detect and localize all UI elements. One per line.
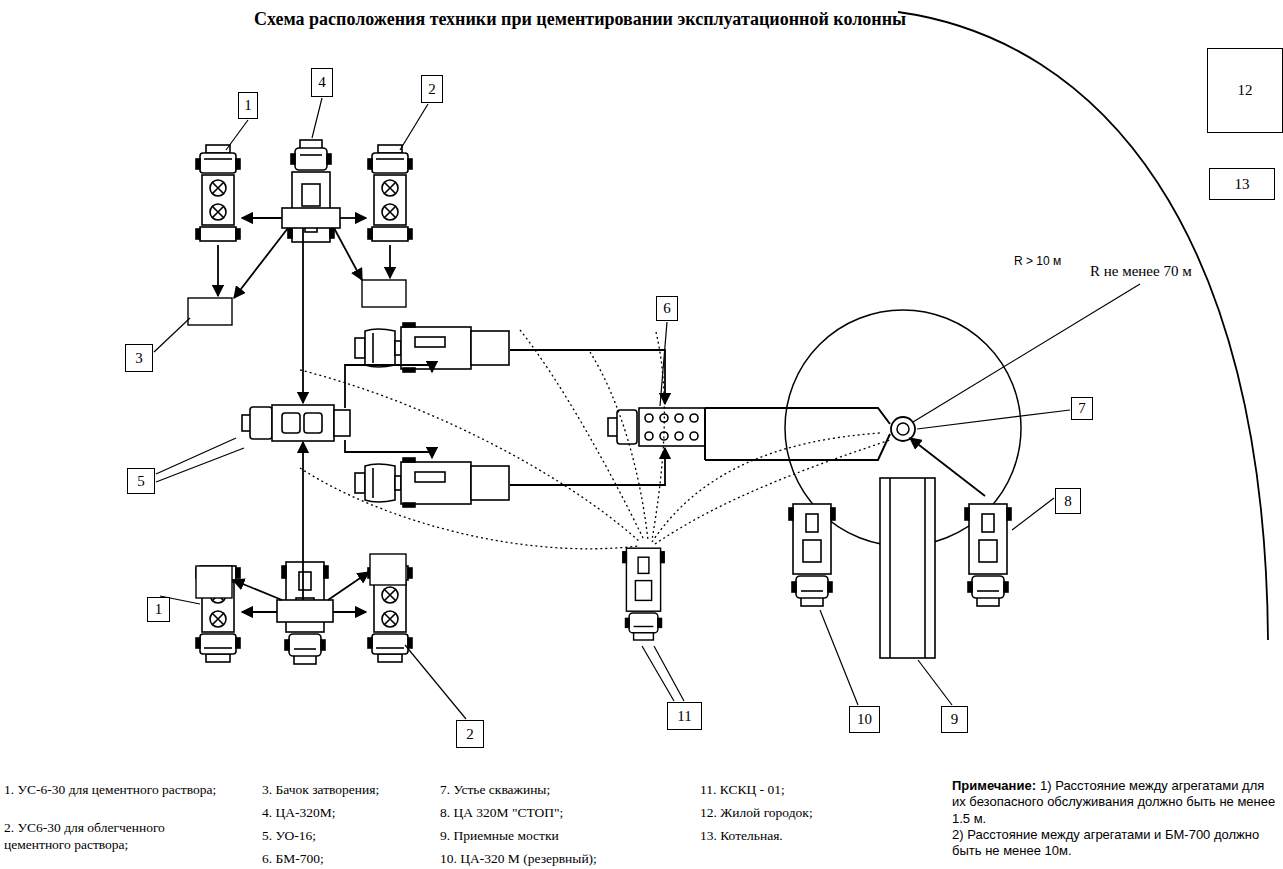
callout-text: 11: [677, 708, 691, 725]
callout-number: 3: [125, 344, 153, 372]
callout-text: 4: [318, 74, 326, 91]
legend-item: 8. ЦА 320М "СТОП";: [440, 805, 680, 822]
callout-text: 1: [155, 601, 163, 618]
legend-item: 6. БМ-700;: [262, 851, 432, 868]
legend-item: 7. Устье скважины;: [440, 782, 680, 799]
legend-item: 2. УС6-30 для облегченного цементного ра…: [4, 820, 234, 854]
note-text: 2) Расстояние между агрегатами и БМ-700 …: [952, 827, 1277, 860]
callout-number: 12: [1207, 48, 1283, 133]
callout-text: 12: [1238, 82, 1253, 99]
radius-label: R > 10 м: [1012, 254, 1063, 269]
radius-label: R не менее 70 м: [1088, 262, 1194, 281]
callout-text: 10: [857, 711, 872, 728]
callout-text: 8: [1064, 493, 1072, 510]
legend-item: 3. Бачок затворения;: [262, 782, 432, 799]
callout-number: 2: [421, 75, 443, 103]
callout-number: 9: [941, 706, 968, 733]
callout-number: 8: [1055, 488, 1081, 514]
callout-text: 3: [135, 350, 143, 367]
legend-item: 9. Приемные мостки: [440, 828, 680, 845]
callout-text: 2: [428, 81, 436, 98]
callout-text: 6: [663, 300, 671, 317]
legend-item: 10. ЦА-320 М (резервный);: [440, 851, 680, 868]
callout-number: 4: [311, 68, 333, 97]
callout-number: 5: [127, 468, 155, 494]
callout-number: 1: [238, 92, 258, 119]
callout-number: 10: [849, 706, 880, 733]
callout-text: 1: [244, 97, 252, 114]
callout-text: 2: [466, 726, 474, 743]
callout-number: 11: [667, 702, 702, 730]
callout-number: 6: [656, 296, 678, 321]
legend-item: 1. УС-6-30 для цементного раствора;: [4, 782, 219, 799]
legend-item: 13. Котельная.: [700, 828, 900, 845]
legend-item: 12. Жилой городок;: [700, 805, 900, 822]
note-block: Примечание:1) Расстояние между агрегатам…: [952, 778, 1277, 859]
callout-number: 1: [147, 597, 170, 622]
callout-text: 9: [951, 711, 959, 728]
callout-number: 2: [456, 720, 484, 748]
callout-number: 13: [1209, 168, 1275, 200]
legend-item: 4. ЦА-320М;: [262, 805, 432, 822]
diagram-title: Схема расположения техники при цементиро…: [120, 8, 1040, 31]
legend-item: 5. УО-16;: [262, 828, 432, 845]
callout-number: 7: [1071, 397, 1093, 420]
callout-text: 5: [137, 473, 145, 490]
note-heading: Примечание:: [952, 778, 1036, 793]
legend-item: 11. КСКЦ - 01;: [700, 782, 900, 799]
callout-text: 7: [1078, 400, 1086, 417]
callout-text: 13: [1235, 176, 1250, 193]
